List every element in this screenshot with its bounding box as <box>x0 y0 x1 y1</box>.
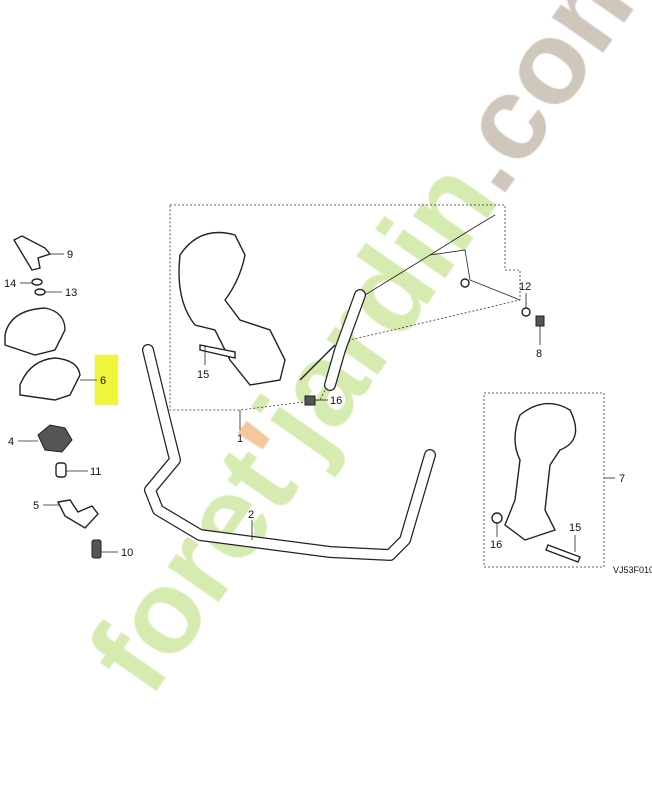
callout-15-lower[interactable]: 15 <box>569 522 581 534</box>
callout-9[interactable]: 9 <box>67 249 73 261</box>
drawing-code: VJ53F010 <box>613 565 652 575</box>
cover-part <box>4 307 66 356</box>
leader-lines <box>18 253 615 553</box>
callout-16-lower[interactable]: 16 <box>490 539 502 551</box>
callout-6[interactable]: 6 <box>100 375 106 387</box>
callout-2[interactable]: 2 <box>248 509 254 521</box>
assembly-1-box <box>169 204 521 411</box>
bolt-part-8 <box>535 315 545 327</box>
lever-knob-part-9 <box>13 235 52 271</box>
throttle-grip-part-1 <box>178 214 521 406</box>
callout-14[interactable]: 14 <box>4 278 16 290</box>
callout-16-upper[interactable]: 16 <box>330 395 342 407</box>
washer-part-13 <box>34 288 46 296</box>
washer-part-12 <box>521 307 531 317</box>
clamp-part-5 <box>56 499 99 529</box>
callout-12[interactable]: 12 <box>519 281 531 293</box>
callout-5[interactable]: 5 <box>33 500 39 512</box>
callout-10[interactable]: 10 <box>121 547 133 559</box>
callout-11[interactable]: 11 <box>90 466 101 478</box>
washer-part-14 <box>31 278 43 286</box>
bolt-part-10 <box>91 539 102 559</box>
callout-13[interactable]: 13 <box>65 287 77 299</box>
cam-part-4 <box>37 424 73 453</box>
callout-15-upper[interactable]: 15 <box>197 369 209 381</box>
housing-part-6 <box>19 357 81 401</box>
callout-7[interactable]: 7 <box>619 473 625 485</box>
callout-4[interactable]: 4 <box>8 436 14 448</box>
handlebar-part-2 <box>142 289 436 561</box>
highlight-part-6 <box>95 355 118 405</box>
assembly-7-box <box>483 392 605 568</box>
grip-part-7 <box>491 402 581 563</box>
collar-part-11 <box>55 462 67 478</box>
callout-8[interactable]: 8 <box>536 348 542 360</box>
callout-1[interactable]: 1 <box>237 433 243 445</box>
